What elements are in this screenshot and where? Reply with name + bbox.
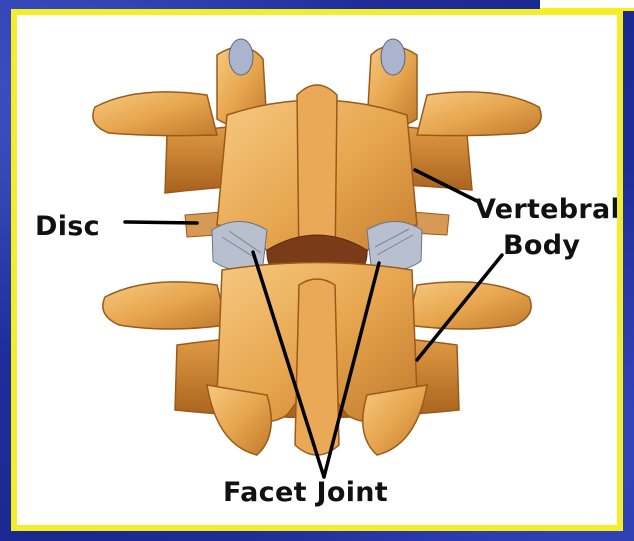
right-superior-cartilage [381, 39, 405, 75]
spine-illustration [17, 15, 617, 525]
left-facet-joint-cartilage [212, 222, 267, 271]
label-disc: Disc [35, 213, 100, 240]
lower-spinous-process [295, 279, 339, 455]
label-body: Body [503, 232, 580, 259]
left-superior-cartilage [229, 39, 253, 75]
lower-left-transverse-process [103, 282, 227, 329]
lower-right-transverse-process [407, 282, 531, 329]
label-vertebral: Vertebral [475, 196, 620, 223]
disc-leader-line [125, 222, 197, 223]
diagram-frame: Disc Vertebral Body Facet Joint [11, 9, 623, 531]
upper-left-transverse-process [93, 92, 217, 136]
left-inferior-articular-process [207, 385, 271, 455]
upper-right-transverse-process [417, 92, 541, 136]
right-inferior-articular-process [363, 385, 427, 455]
label-facet-joint: Facet Joint [223, 479, 388, 506]
